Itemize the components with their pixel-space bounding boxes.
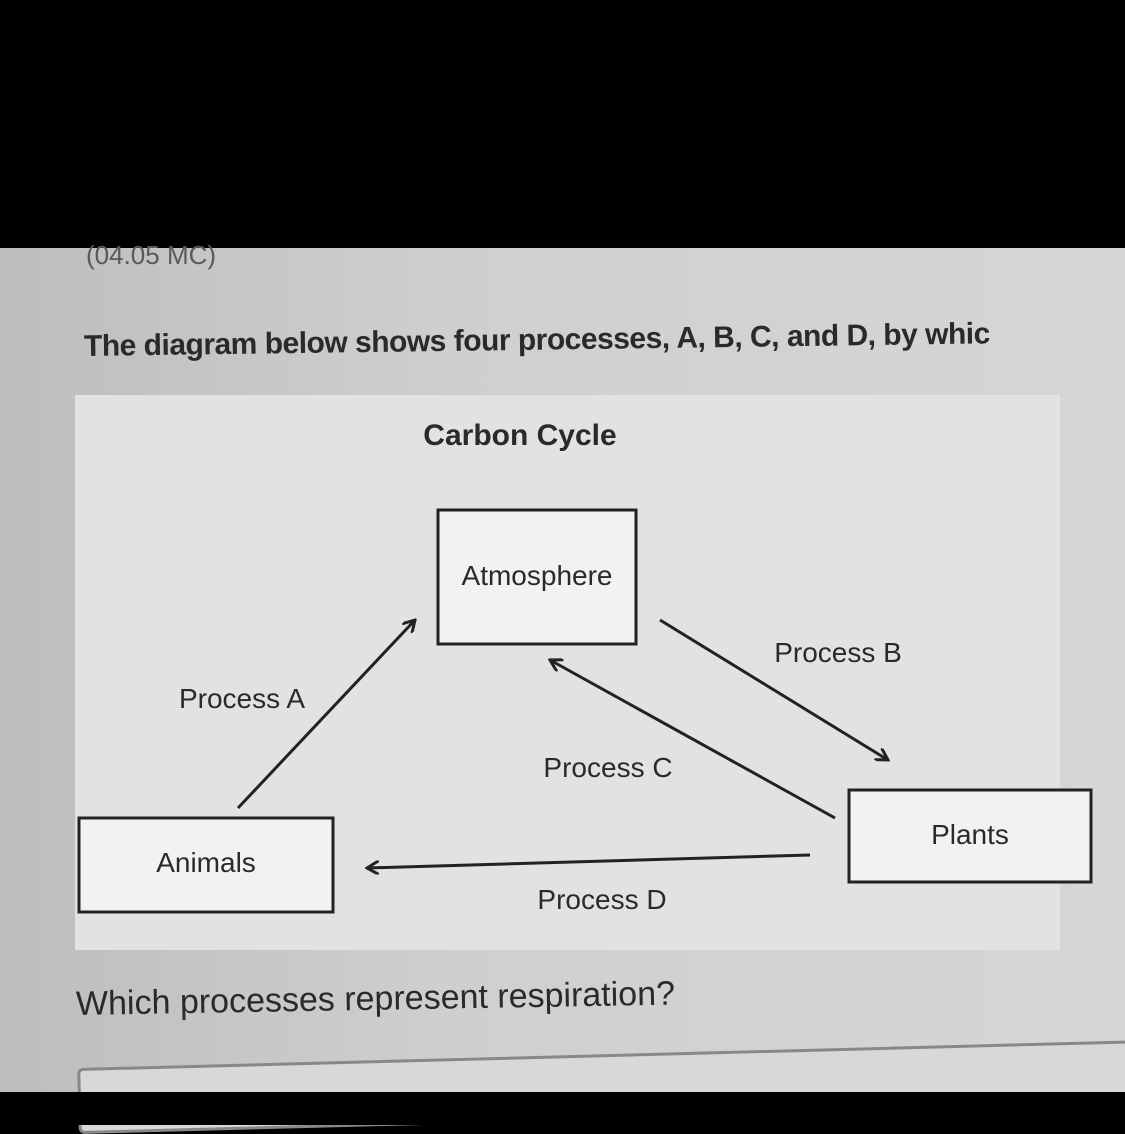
process-a-label: Process A xyxy=(179,683,305,714)
question-code: (04.05 MC) xyxy=(86,240,217,270)
process-d-arrow xyxy=(367,853,811,868)
process-a-arrow xyxy=(236,620,415,810)
atmosphere-label: Atmosphere xyxy=(462,560,613,591)
diagram-title: Carbon Cycle xyxy=(423,419,616,452)
animals-label: Animals xyxy=(156,847,256,878)
plants-box xyxy=(847,788,1093,884)
process-c-arrow xyxy=(550,660,836,820)
process-b-label: Process B xyxy=(774,637,902,668)
bottom-bezel xyxy=(0,1092,1125,1125)
atmosphere-box xyxy=(436,508,638,646)
process-d-label: Process D xyxy=(537,884,666,915)
process-b-arrow xyxy=(659,618,888,760)
animals-box xyxy=(77,816,335,914)
process-c-label: Process C xyxy=(543,752,672,783)
plants-label: Plants xyxy=(931,819,1009,850)
